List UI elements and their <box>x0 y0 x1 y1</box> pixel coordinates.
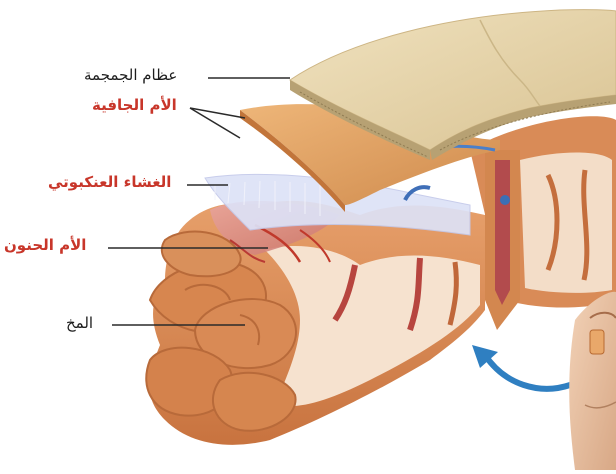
label-brain: المخ <box>66 314 93 332</box>
label-skull: عظام الجمجمة <box>84 66 177 84</box>
pointer-arrow <box>472 345 570 389</box>
label-dura: الأم الجافية <box>92 96 177 114</box>
brain-block <box>146 201 485 445</box>
inset-head-figure <box>569 292 616 470</box>
label-arachnoid: الغشاء العنكبوتي <box>48 173 171 191</box>
label-pia: الأم الحنون <box>4 236 86 254</box>
